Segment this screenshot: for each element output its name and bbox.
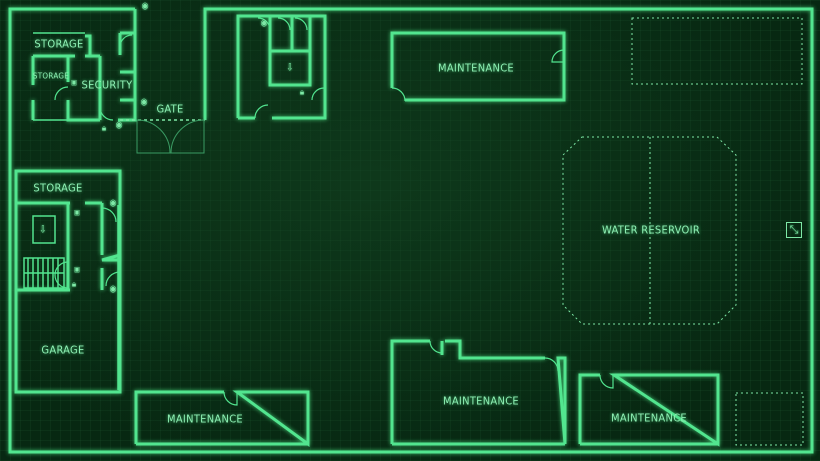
gate-door-right — [170, 119, 205, 154]
maintenance-top-door-right — [551, 49, 565, 63]
room-label-garage: GARAGE — [41, 343, 85, 357]
water-reservoir-outline — [562, 136, 737, 325]
elevator-icon[interactable]: ⇩ — [39, 224, 47, 236]
keycard-reader-icon[interactable]: ▣ — [74, 208, 80, 217]
security-block-wall — [31, 9, 137, 122]
storage-garage-wall — [14, 169, 122, 394]
room-label-security: SECURITY — [81, 78, 133, 92]
elevator-icon[interactable]: ⇩ — [286, 62, 294, 74]
stairs-icon[interactable]: ⤡ — [786, 222, 802, 238]
security-inner-wall — [33, 32, 85, 121]
elevator-room-door-bottom — [254, 104, 269, 119]
maintenance-bottom-center-wall — [390, 339, 567, 446]
security-door-2 — [99, 106, 114, 121]
keycard-reader-icon[interactable]: ▣ — [74, 265, 80, 274]
keycard-reader-icon[interactable]: ▣ — [71, 78, 77, 87]
maintenance-bottom-center-door-1 — [429, 340, 443, 354]
maintenance-bottom-right-wall — [578, 373, 720, 447]
security-door-1 — [54, 86, 69, 101]
room-label-maintenance-bottom-right: MAINTENANCE — [611, 411, 687, 425]
camera-icon[interactable]: ◉ — [141, 1, 149, 12]
maintenance-bottom-center-door-2 — [544, 357, 559, 372]
maintenance-bottom-left-door — [223, 391, 238, 406]
stairs-icon — [23, 257, 65, 289]
open-area-bottom-right — [735, 392, 804, 446]
garage-door — [105, 271, 121, 287]
room-label-storage-small: STORAGE — [32, 71, 70, 81]
stairs-door — [54, 261, 69, 289]
room-label-storage-top: STORAGE — [34, 37, 84, 51]
room-label-water-reservoir: WATER RESERVOIR — [602, 223, 700, 237]
outer-wall — [8, 7, 814, 454]
lock-icon[interactable]: 🔒︎ — [71, 279, 77, 289]
gate-door-left — [136, 119, 171, 154]
open-area-top-right — [631, 17, 803, 85]
lock-icon[interactable]: 🔒︎ — [101, 123, 107, 133]
elevator-room-wall — [236, 14, 327, 120]
storage-left-door — [101, 207, 117, 223]
lock-icon[interactable]: 🔒︎ — [299, 87, 305, 97]
room-label-storage-left: STORAGE — [33, 181, 83, 195]
camera-icon[interactable]: ◉ — [109, 198, 117, 209]
room-label-maintenance-top: MAINTENANCE — [438, 61, 514, 75]
room-label-maintenance-bottom-left: MAINTENANCE — [167, 412, 243, 426]
elevator-room-door-top-2 — [277, 17, 291, 31]
elevator-room-door-top-1 — [257, 17, 271, 31]
camera-icon[interactable]: ◉ — [140, 97, 148, 108]
maintenance-bottom-right-door — [599, 374, 614, 389]
room-label-maintenance-bottom-center: MAINTENANCE — [443, 394, 519, 408]
security-door-3 — [119, 34, 133, 48]
maintenance-bottom-left-wall — [134, 390, 310, 447]
elevator-room-door-top-3 — [294, 17, 308, 31]
elevator-left-shaft — [32, 215, 56, 244]
elevator-room-door-right — [311, 87, 325, 101]
maintenance-top-door-left — [391, 87, 406, 102]
camera-icon[interactable]: ◉ — [260, 18, 268, 29]
camera-icon[interactable]: ◉ — [109, 284, 117, 295]
camera-icon[interactable]: ◉ — [115, 120, 123, 131]
room-label-gate: GATE — [156, 102, 184, 116]
